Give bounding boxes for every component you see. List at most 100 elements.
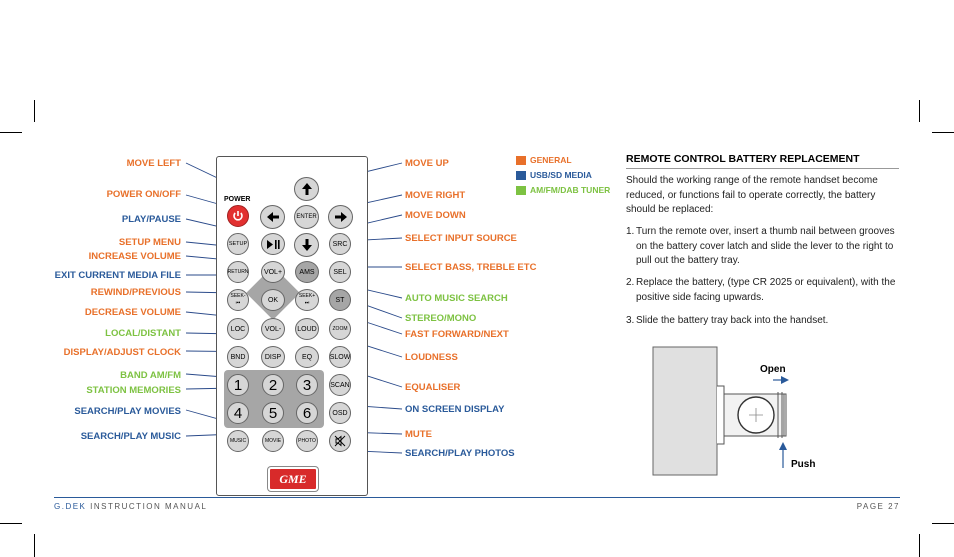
crop-mark bbox=[919, 534, 920, 557]
callout-power: POWER ON/OFF bbox=[106, 189, 181, 200]
callout-decrease-volume: DECREASE VOLUME bbox=[84, 307, 181, 318]
mute-button[interactable] bbox=[329, 430, 351, 452]
footer-title: G.DEK INSTRUCTION MANUAL bbox=[54, 502, 207, 511]
callout-equaliser: EQUALISER bbox=[405, 382, 461, 393]
disp-button[interactable]: DISP bbox=[261, 346, 285, 368]
crop-mark bbox=[932, 523, 954, 524]
remote-control: POWER ENTER SETUP SRC RETURN VOL+ AMS SE… bbox=[216, 156, 368, 496]
crop-mark bbox=[0, 132, 22, 133]
number-4-button[interactable]: 4 bbox=[227, 402, 249, 424]
legend-swatch-orange bbox=[516, 155, 526, 165]
sel-button[interactable]: SEL bbox=[329, 261, 351, 283]
step-number: 1. bbox=[626, 226, 635, 237]
seek-forward-label: SEEK+ bbox=[298, 293, 316, 299]
right-button[interactable] bbox=[328, 205, 353, 229]
callout-move-down: MOVE DOWN bbox=[405, 210, 466, 221]
vol-down-button[interactable]: VOL- bbox=[261, 318, 285, 340]
play-pause-button[interactable] bbox=[261, 233, 285, 255]
arrow-up-icon bbox=[301, 183, 312, 195]
callout-loudness: LOUDNESS bbox=[405, 352, 458, 363]
ok-button[interactable]: OK bbox=[261, 289, 285, 311]
arrow-left-icon bbox=[266, 212, 279, 222]
crop-mark bbox=[34, 100, 35, 122]
step-text: Turn the remote over, insert a thumb nai… bbox=[636, 226, 895, 266]
callout-select-source: SELECT INPUT SOURCE bbox=[405, 233, 517, 244]
osd-button[interactable]: OSD bbox=[329, 402, 351, 424]
number-3-button[interactable]: 3 bbox=[296, 374, 318, 396]
power-label: POWER bbox=[224, 196, 251, 203]
footer-brand: G.DEK bbox=[54, 502, 87, 511]
callout-exit-media: EXIT CURRENT MEDIA FILE bbox=[54, 270, 181, 281]
step-text: Replace the battery, (type CR 2025 or eq… bbox=[636, 277, 896, 303]
music-button[interactable]: MUSIC bbox=[227, 430, 249, 452]
page-number: PAGE 27 bbox=[856, 502, 900, 511]
callout-display-clock: DISPLAY/ADJUST CLOCK bbox=[63, 347, 181, 358]
callout-stereo-mono: STEREO/MONO bbox=[405, 313, 477, 324]
loud-button[interactable]: LOUD bbox=[295, 318, 319, 340]
src-button[interactable]: SRC bbox=[329, 233, 351, 255]
number-1-button[interactable]: 1 bbox=[227, 374, 249, 396]
callout-setup-menu: SETUP MENU bbox=[118, 237, 181, 248]
st-button[interactable]: ST bbox=[329, 289, 351, 311]
bnd-button[interactable]: BND bbox=[227, 346, 249, 368]
step-number: 2. bbox=[626, 277, 635, 288]
left-button[interactable] bbox=[260, 205, 285, 229]
footer-manual: INSTRUCTION MANUAL bbox=[86, 502, 208, 511]
mute-icon bbox=[334, 435, 346, 447]
zoom-button[interactable]: ZOOM bbox=[329, 318, 351, 340]
number-6-button[interactable]: 6 bbox=[296, 402, 318, 424]
battery-tray-illustration bbox=[652, 346, 789, 476]
skip-back-icon: ⏮ bbox=[235, 300, 241, 306]
ams-button[interactable]: AMS bbox=[295, 261, 319, 283]
vol-up-button[interactable]: VOL+ bbox=[261, 261, 285, 283]
loc-button[interactable]: LOC bbox=[227, 318, 249, 340]
seek-forward-button[interactable]: SEEK+⏭ bbox=[295, 289, 319, 311]
arrow-down-icon bbox=[301, 239, 312, 251]
play-pause-icon bbox=[267, 239, 280, 249]
step-1: 1. Turn the remote over, insert a thumb … bbox=[626, 225, 896, 269]
crop-mark bbox=[0, 523, 22, 524]
callout-fast-forward: FAST FORWARD/NEXT bbox=[405, 329, 509, 340]
gme-logo: GME bbox=[268, 467, 318, 491]
photo-button[interactable]: PHOTO bbox=[296, 430, 318, 452]
section-intro: Should the working range of the remote h… bbox=[626, 175, 878, 215]
step-number: 3. bbox=[626, 315, 635, 326]
eq-button[interactable]: EQ bbox=[295, 346, 319, 368]
callout-select-bass: SELECT BASS, TREBLE ETC bbox=[405, 262, 537, 273]
callout-move-up: MOVE UP bbox=[405, 158, 449, 169]
return-button[interactable]: RETURN bbox=[227, 261, 249, 283]
slow-button[interactable]: SLOW bbox=[329, 346, 351, 368]
callout-search-photos: SEARCH/PLAY PHOTOS bbox=[405, 448, 515, 459]
up-button[interactable] bbox=[294, 177, 319, 201]
setup-button[interactable]: SETUP bbox=[227, 233, 249, 255]
movie-button[interactable]: MOVIE bbox=[262, 430, 284, 452]
callout-move-right: MOVE RIGHT bbox=[405, 190, 466, 201]
callout-auto-search: AUTO MUSIC SEARCH bbox=[405, 293, 508, 304]
down-button[interactable] bbox=[294, 233, 319, 257]
power-button[interactable] bbox=[227, 205, 249, 227]
number-2-button[interactable]: 2 bbox=[262, 374, 284, 396]
step-3: 3. Slide the battery tray back into the … bbox=[626, 314, 896, 329]
arrow-right-icon bbox=[334, 212, 347, 222]
legend-label: AM/FM/DAB TUNER bbox=[530, 185, 611, 195]
callout-band: BAND AM/FM bbox=[120, 370, 181, 381]
callout-play-pause: PLAY/PAUSE bbox=[121, 214, 181, 225]
legend-swatch-blue bbox=[516, 170, 526, 180]
callout-rewind: REWIND/PREVIOUS bbox=[90, 287, 181, 298]
legend-label: USB/SD MEDIA bbox=[530, 170, 592, 180]
scan-button[interactable]: SCAN bbox=[329, 374, 351, 396]
legend-swatch-green bbox=[516, 185, 526, 195]
callout-search-music: SEARCH/PLAY MUSIC bbox=[80, 431, 181, 442]
enter-button[interactable]: ENTER bbox=[294, 205, 319, 229]
callout-osd: ON SCREEN DISPLAY bbox=[405, 404, 505, 415]
crop-mark bbox=[932, 132, 954, 133]
section-rule bbox=[626, 168, 899, 169]
battery-tray-figure: Open Push bbox=[652, 346, 822, 483]
skip-forward-icon: ⏭ bbox=[304, 300, 310, 306]
footer-rule bbox=[54, 497, 900, 498]
seek-back-button[interactable]: SEEK-⏮ bbox=[227, 289, 249, 311]
number-5-button[interactable]: 5 bbox=[262, 402, 284, 424]
callout-move-left: MOVE LEFT bbox=[126, 158, 181, 169]
legend-tuner: AM/FM/DAB TUNER bbox=[516, 185, 610, 195]
step-2: 2. Replace the battery, (type CR 2025 or… bbox=[626, 276, 896, 305]
